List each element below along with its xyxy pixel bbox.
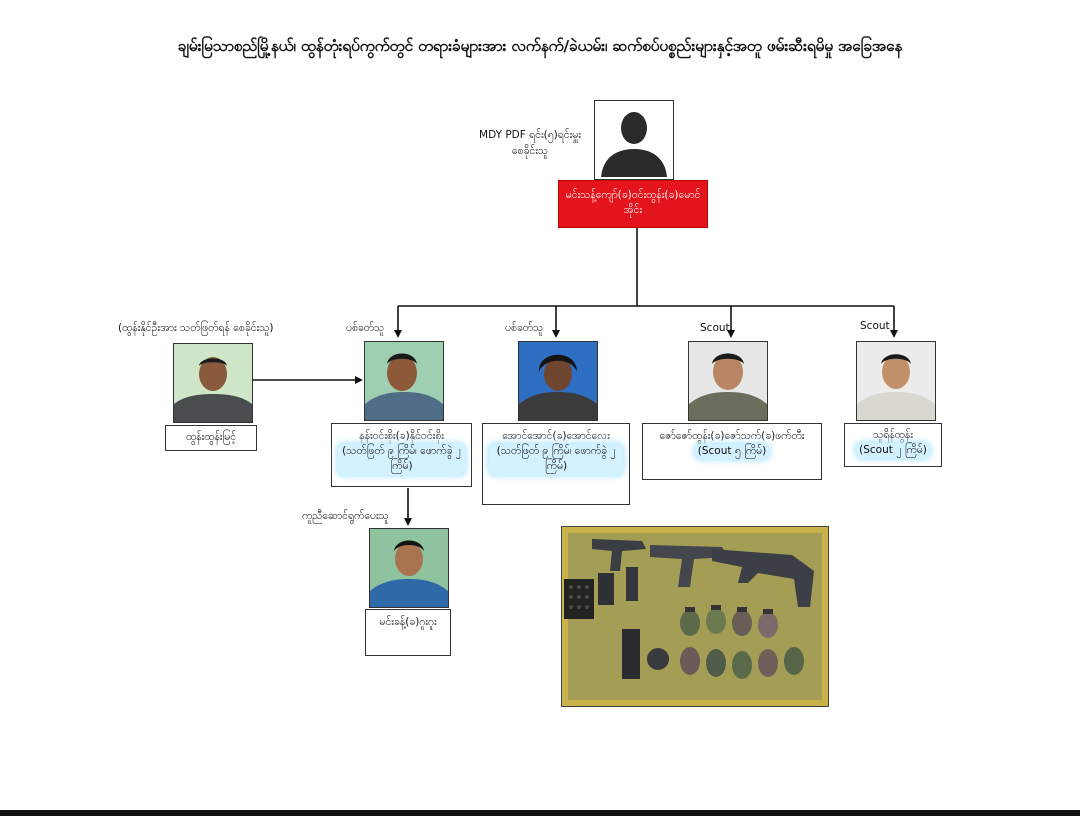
- member-3-name: ဇော်ဇော်ထွန်း(ခ)ဇော်သက်(ခ)ဖက်တီး: [649, 429, 815, 444]
- member-2-role: ပစ်ခတ်သူ: [505, 322, 543, 337]
- leader-photo: [594, 100, 674, 180]
- member-3-role: Scout: [700, 322, 730, 334]
- member-4-name: သူရိန်ထွန်း: [849, 428, 937, 443]
- member-1-name: နန်းဝင်းစိုး(ခ)နိုင်ဝင်းစိုး: [338, 429, 465, 444]
- leader-name-box: မင်းသန့်ကျော်(ခ)ဝင်းထွန်း(ခ)မောင်အိုင်း: [558, 180, 708, 228]
- member-2-box: အောင်အောင်(ခ)အောင်လေး (သတ်ဖြတ် ၉ ကြိမ်၊ …: [482, 423, 630, 505]
- member-1-role: ပစ်ခတ်သူ: [346, 322, 384, 337]
- member-4-role: Scout: [860, 320, 890, 332]
- member-2-name: အောင်အောင်(ခ)အောင်လေး: [489, 429, 623, 444]
- instigator-caption: (ထွန်းနိုင်ဦးအား သတ်ဖြတ်ရန် စေခိုင်းသူ): [118, 322, 273, 337]
- helper-photo: [369, 528, 449, 608]
- instigator-photo: [173, 343, 253, 423]
- weapons-photo: [562, 527, 828, 706]
- seized-items-photo: [561, 526, 829, 707]
- member-1-photo: [364, 341, 444, 421]
- member-3-photo: [688, 341, 768, 421]
- member-1-detail: (သတ်ဖြတ် ၉ ကြိမ်၊ ဖောက်ခွဲ ၂ ကြိမ်): [338, 444, 465, 474]
- instigator-name: ထွန်းထွန်းမြင့်: [186, 431, 236, 443]
- helper-name: မင်းခန့်(ခ)ဂူးဂူး: [379, 616, 436, 628]
- member-1-box: နန်းဝင်းစိုး(ခ)နိုင်ဝင်းစိုး (သတ်ဖြတ် ၉ …: [331, 423, 472, 487]
- member-4-box: သူရိန်ထွန်း (Scout ၂ ကြိမ်): [844, 423, 942, 467]
- instigator-name-box: ထွန်းထွန်းမြင့်: [165, 425, 257, 451]
- leader-name: မင်းသန့်ကျော်(ခ)ဝင်းထွန်း(ခ)မောင်အိုင်း: [566, 189, 701, 216]
- member-2-photo: [518, 341, 598, 421]
- bottom-bar: [0, 810, 1080, 816]
- leader-caption: MDY PDF ရင်း(၅)ရင်းမှူး စေခိုင်းသူ: [470, 128, 590, 160]
- helper-caption: ကူညီဆောင်ရွက်ပေးသူ: [302, 510, 389, 525]
- helper-name-box: မင်းခန့်(ခ)ဂူးဂူး: [365, 609, 451, 656]
- member-3-box: ဇော်ဇော်ထွန်း(ခ)ဇော်သက်(ခ)ဖက်တီး (Scout …: [642, 423, 822, 480]
- silhouette-icon: [595, 101, 673, 179]
- member-4-detail: (Scout ၂ ကြိမ်): [856, 443, 930, 458]
- member-3-detail: (Scout ၅ ကြိမ်): [695, 444, 769, 459]
- member-2-detail: (သတ်ဖြတ် ၉ ကြိမ်၊ ဖောက်ခွဲ ၂ ကြိမ်): [489, 444, 623, 474]
- member-4-photo: [856, 341, 936, 421]
